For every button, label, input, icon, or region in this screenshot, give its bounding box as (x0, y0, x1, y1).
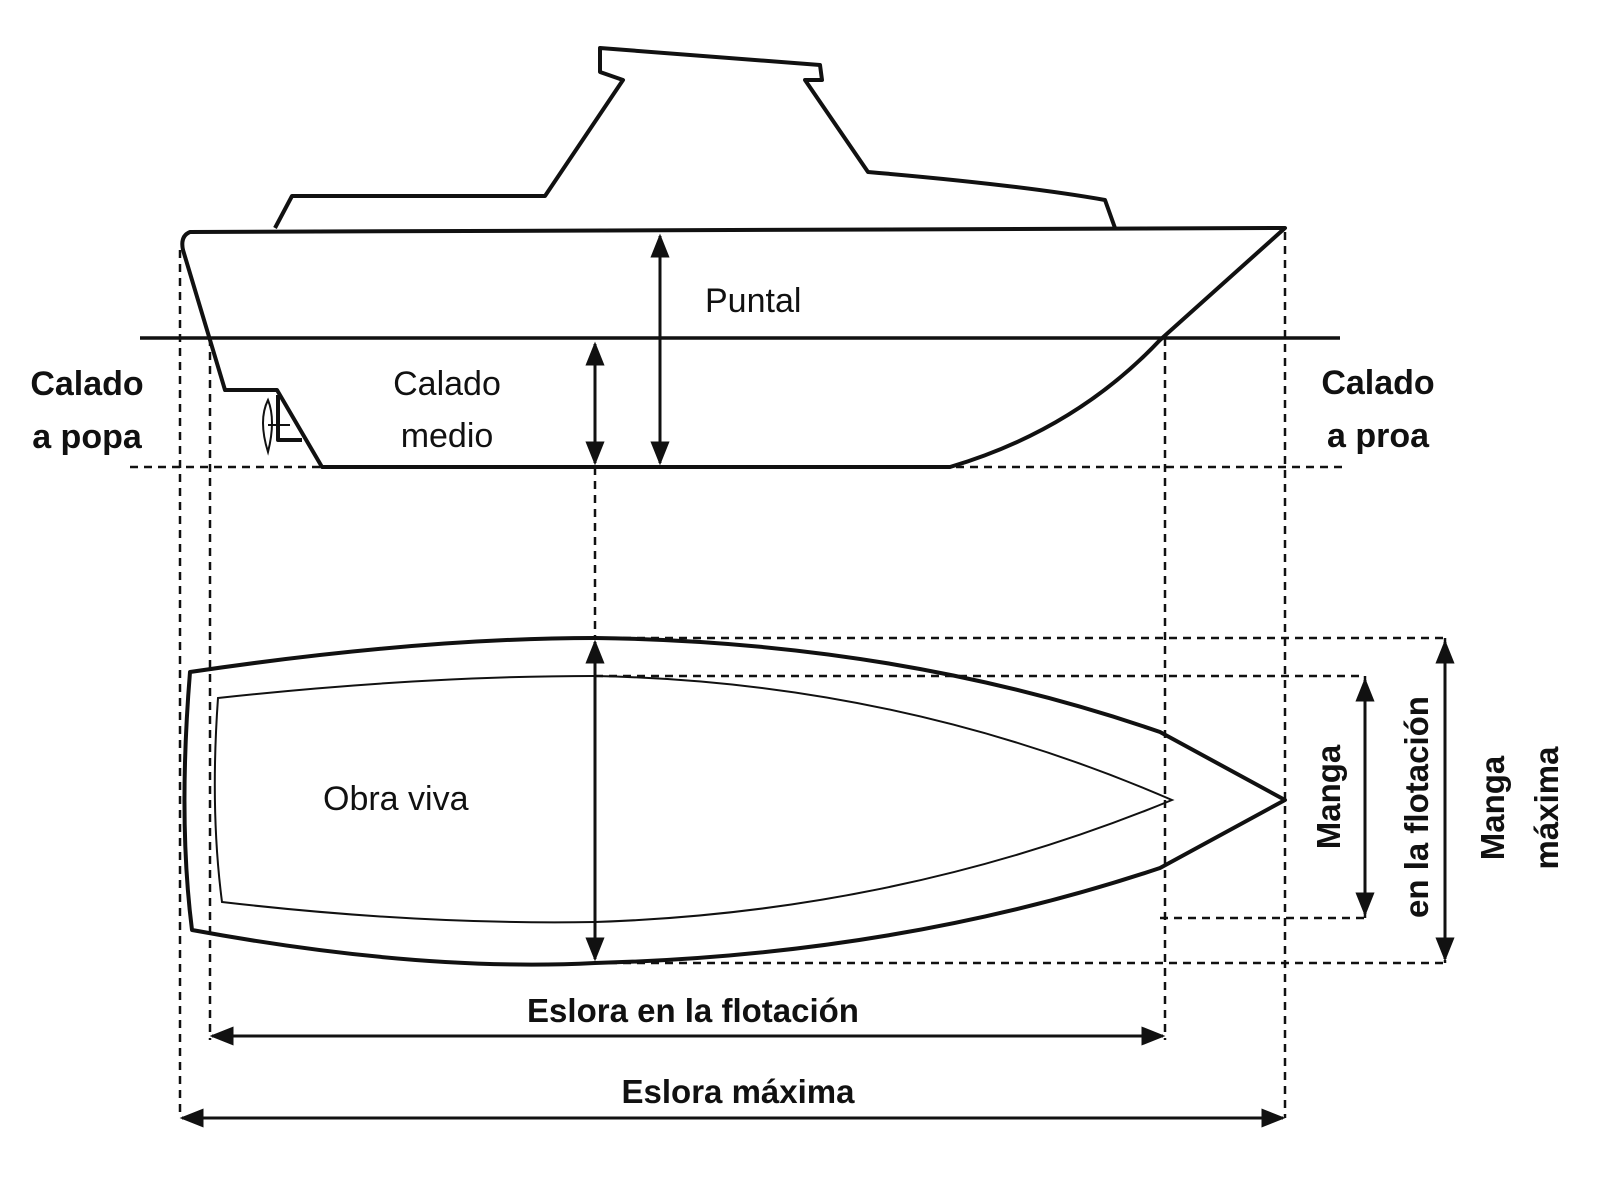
manga-flotacion-label-line2: en la flotación (1398, 696, 1435, 918)
calado-popa-label-line1: Calado (30, 365, 143, 403)
projection-lines (178, 232, 1447, 1118)
manga-maxima-label-line1: Manga (1474, 755, 1511, 860)
propeller-icon (262, 395, 302, 456)
manga-flotacion-label-line1: Manga (1310, 744, 1347, 849)
eslora-maxima-label: Eslora máxima (622, 1073, 856, 1110)
eslora-flotacion-label: Eslora en la flotación (527, 992, 859, 1029)
calado-proa-label-line1: Calado (1321, 364, 1434, 402)
calado-medio-label-line2: medio (401, 417, 494, 455)
hull-outline (180, 226, 1287, 469)
puntal-label: Puntal (705, 282, 801, 320)
calado-popa-label-line2: a popa (32, 418, 143, 456)
calado-medio-label-line1: Calado (393, 365, 501, 403)
boat-top-view (182, 636, 1287, 967)
waterplane-outline (213, 674, 1175, 924)
deck-outline (182, 636, 1287, 967)
boat-side-view (180, 46, 1287, 469)
manga-maxima-label-line2: máxima (1528, 746, 1565, 870)
obra-viva-label: Obra viva (323, 780, 469, 818)
cabin-outline (273, 46, 1117, 229)
calado-proa-label-line2: a proa (1327, 417, 1430, 455)
